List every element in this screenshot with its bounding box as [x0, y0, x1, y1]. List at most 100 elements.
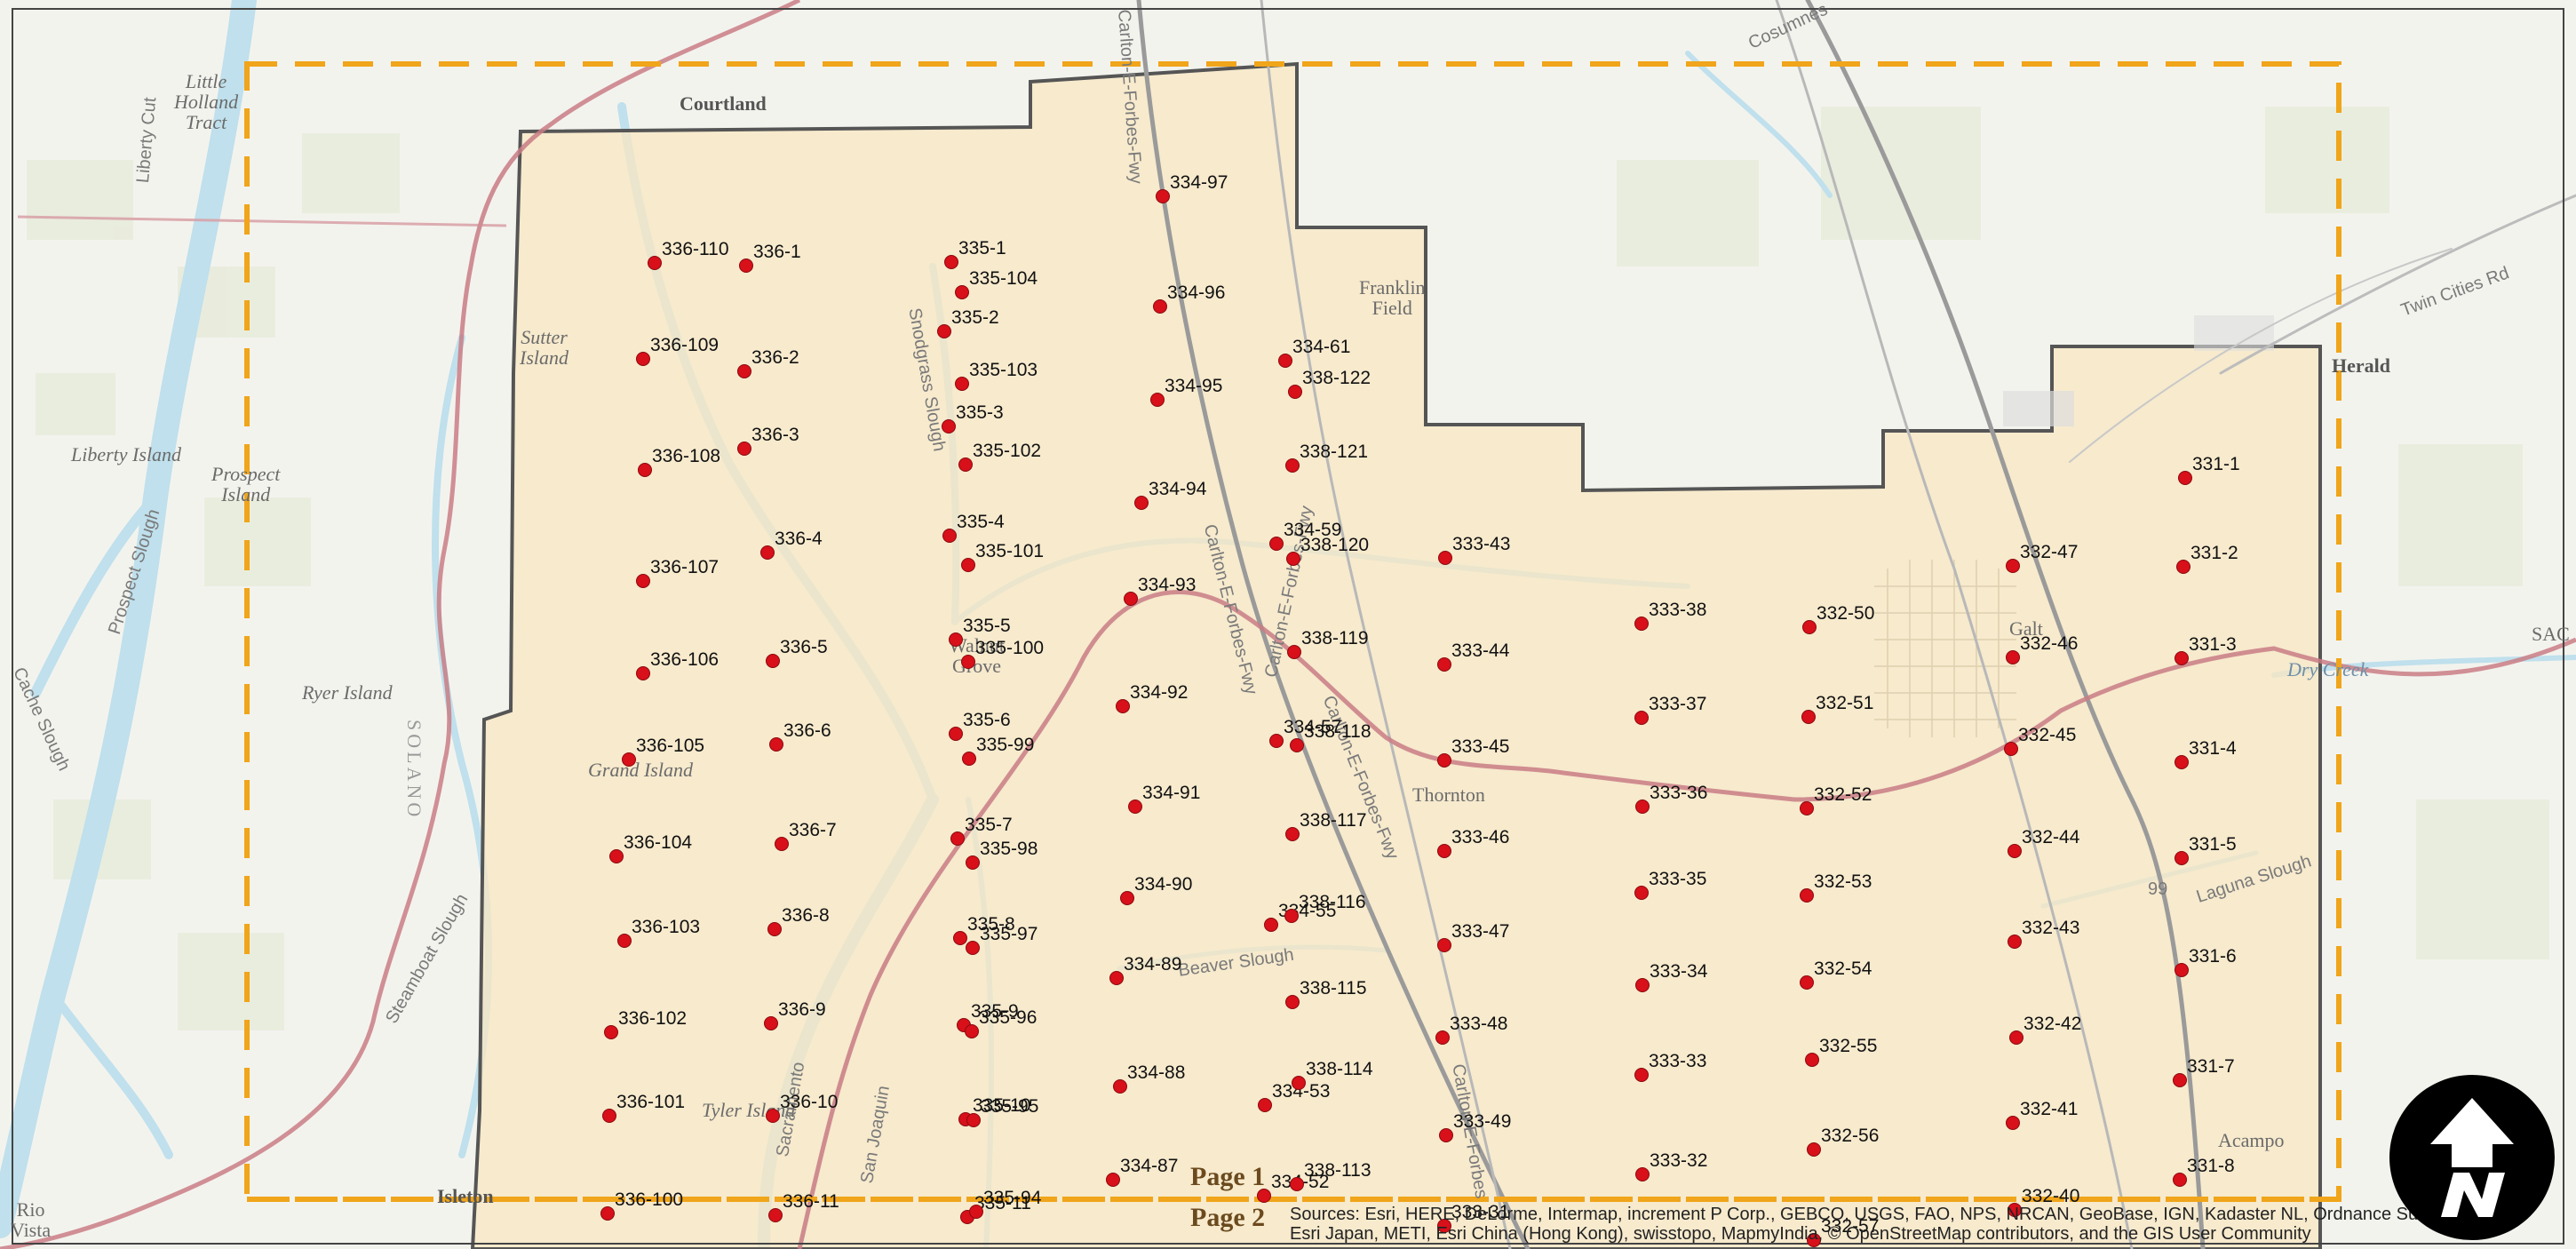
sample-point-marker[interactable]: [1435, 1030, 1450, 1045]
sample-point-marker[interactable]: [1635, 1167, 1650, 1181]
sample-point-marker[interactable]: [764, 1016, 778, 1030]
sample-point-marker[interactable]: [602, 1109, 616, 1123]
sample-point-marker[interactable]: [1439, 1128, 1453, 1142]
sample-point-marker[interactable]: [2006, 650, 2020, 664]
sample-point-marker[interactable]: [1635, 800, 1650, 814]
sample-point-marker[interactable]: [2174, 963, 2189, 977]
sample-point-marker[interactable]: [1285, 827, 1300, 841]
sample-point-marker[interactable]: [1634, 1068, 1649, 1082]
sample-point-marker[interactable]: [1292, 1076, 1306, 1090]
sample-point-marker[interactable]: [2008, 844, 2022, 858]
sample-point-marker[interactable]: [1269, 734, 1284, 748]
sample-point-marker[interactable]: [1286, 552, 1300, 566]
sample-point-marker[interactable]: [1284, 909, 1299, 923]
sample-point-marker[interactable]: [950, 831, 965, 846]
sample-point-marker[interactable]: [2174, 651, 2189, 665]
sample-point-marker[interactable]: [2006, 559, 2020, 573]
sample-point-marker[interactable]: [766, 1109, 780, 1123]
sample-point-marker[interactable]: [965, 1024, 979, 1038]
sample-point-marker[interactable]: [1264, 918, 1278, 932]
sample-point-marker[interactable]: [1437, 938, 1451, 952]
sample-point-marker[interactable]: [1801, 710, 1816, 724]
sample-point-marker[interactable]: [942, 529, 957, 543]
sample-point-marker[interactable]: [2006, 1116, 2020, 1130]
sample-point-marker[interactable]: [775, 837, 789, 851]
sample-point-marker[interactable]: [636, 574, 650, 588]
sample-point-marker[interactable]: [1800, 975, 1814, 990]
sample-point-marker[interactable]: [1635, 978, 1650, 992]
sample-point-marker[interactable]: [961, 558, 975, 572]
sample-point-marker[interactable]: [739, 259, 753, 273]
sample-point-marker[interactable]: [767, 922, 782, 936]
sample-point-marker[interactable]: [2008, 1203, 2022, 1217]
sample-point-marker[interactable]: [2178, 471, 2192, 485]
sample-point-marker[interactable]: [766, 654, 780, 668]
sample-point-marker[interactable]: [966, 855, 980, 870]
sample-point-marker[interactable]: [1437, 844, 1451, 858]
sample-point-marker[interactable]: [1116, 699, 1130, 713]
sample-point-marker[interactable]: [1438, 551, 1452, 565]
sample-point-marker[interactable]: [944, 255, 958, 269]
sample-point-marker[interactable]: [1153, 299, 1167, 314]
sample-point-marker[interactable]: [2174, 755, 2189, 769]
sample-point-marker[interactable]: [1128, 800, 1142, 814]
sample-point-marker[interactable]: [2008, 935, 2022, 949]
sample-point-marker[interactable]: [648, 256, 662, 270]
sample-point-marker[interactable]: [1106, 1173, 1120, 1187]
sample-point-marker[interactable]: [737, 442, 751, 456]
sample-point-marker[interactable]: [1800, 888, 1814, 903]
sample-point-marker[interactable]: [1258, 1098, 1272, 1112]
sample-point-marker[interactable]: [2009, 1030, 2023, 1045]
sample-point-marker[interactable]: [1278, 354, 1292, 368]
sample-point-marker[interactable]: [1156, 189, 1170, 203]
sample-point-marker[interactable]: [1634, 886, 1649, 900]
sample-point-marker[interactable]: [1124, 592, 1138, 606]
sample-point-marker[interactable]: [1634, 617, 1649, 631]
sample-point-marker[interactable]: [2173, 1173, 2187, 1187]
sample-point-marker[interactable]: [760, 545, 775, 560]
sample-point-marker[interactable]: [768, 1208, 783, 1222]
sample-point-marker[interactable]: [1805, 1053, 1819, 1067]
sample-point-marker[interactable]: [737, 364, 751, 378]
sample-point-marker[interactable]: [1120, 891, 1134, 905]
sample-point-marker[interactable]: [600, 1206, 615, 1221]
sample-point-marker[interactable]: [638, 463, 652, 477]
sample-point-marker[interactable]: [1285, 995, 1300, 1009]
sample-point-marker[interactable]: [1807, 1142, 1821, 1157]
sample-point-marker[interactable]: [1802, 620, 1817, 634]
sample-point-marker[interactable]: [949, 727, 963, 741]
sample-point-marker[interactable]: [2176, 560, 2190, 574]
sample-point-marker[interactable]: [966, 1113, 981, 1127]
sample-point-marker[interactable]: [1109, 971, 1124, 985]
sample-point-marker[interactable]: [1437, 753, 1451, 768]
sample-point-marker[interactable]: [942, 419, 956, 434]
sample-point-marker[interactable]: [1288, 385, 1302, 399]
sample-point-marker[interactable]: [1800, 801, 1814, 815]
sample-point-marker[interactable]: [1150, 393, 1165, 407]
sample-point-marker[interactable]: [958, 457, 973, 472]
sample-point-marker[interactable]: [2004, 742, 2018, 756]
sample-point-marker[interactable]: [966, 941, 980, 955]
sample-point-marker[interactable]: [609, 849, 624, 863]
sample-point-marker[interactable]: [1290, 738, 1304, 752]
sample-point-marker[interactable]: [769, 737, 783, 752]
sample-point-marker[interactable]: [2174, 851, 2189, 865]
sample-point-marker[interactable]: [622, 752, 636, 767]
sample-point-marker[interactable]: [1634, 711, 1649, 725]
sample-point-marker[interactable]: [937, 324, 951, 338]
sample-point-marker[interactable]: [2173, 1073, 2187, 1087]
sample-point-marker[interactable]: [953, 931, 967, 945]
sample-point-marker[interactable]: [1113, 1079, 1127, 1094]
sample-point-marker[interactable]: [1437, 1219, 1451, 1233]
sample-point-marker[interactable]: [636, 666, 650, 680]
sample-point-marker[interactable]: [1437, 657, 1451, 672]
sample-point-marker[interactable]: [636, 352, 650, 366]
sample-point-marker[interactable]: [1807, 1233, 1821, 1247]
sample-point-marker[interactable]: [969, 1205, 983, 1219]
sample-point-marker[interactable]: [617, 934, 632, 948]
sample-point-marker[interactable]: [604, 1025, 618, 1039]
sample-point-marker[interactable]: [1290, 1177, 1304, 1191]
sample-point-marker[interactable]: [955, 285, 969, 299]
sample-point-marker[interactable]: [962, 752, 976, 766]
